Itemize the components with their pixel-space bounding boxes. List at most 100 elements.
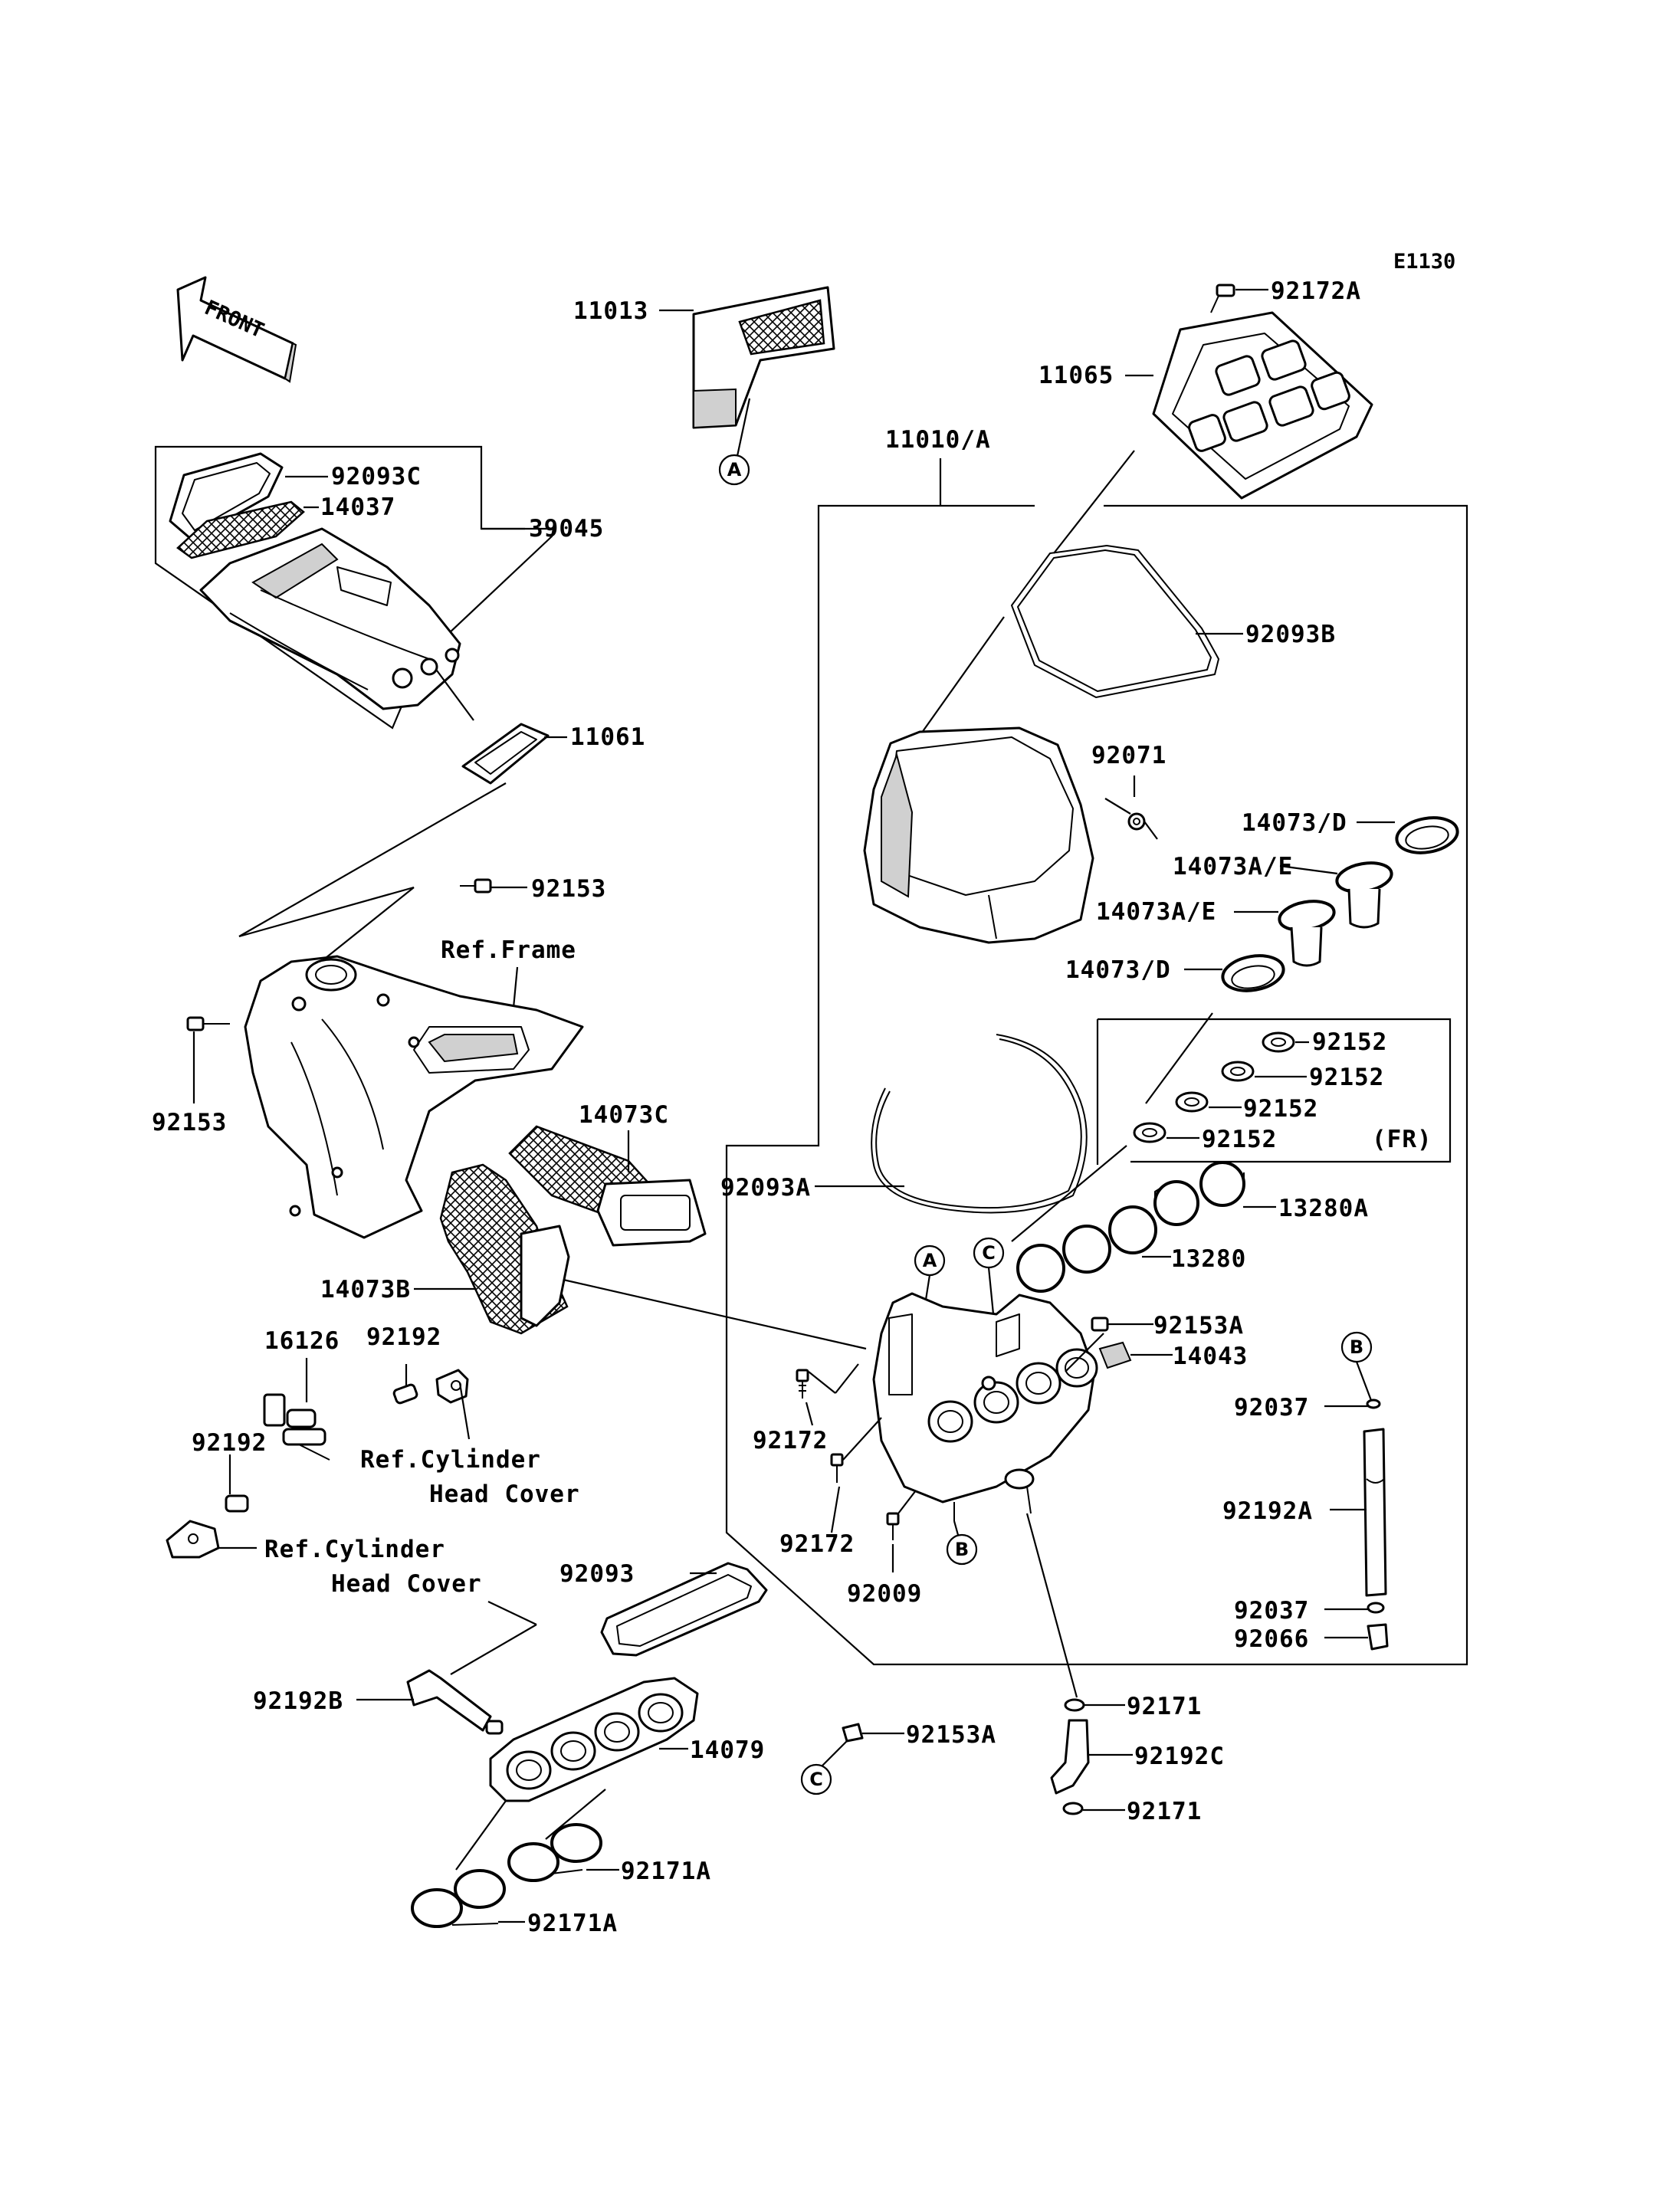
leader-92192B-top [487, 1601, 537, 1625]
part-92037-clip-2 [1367, 1602, 1385, 1614]
part-92172A [1210, 284, 1235, 313]
callout-b-airbox [946, 1533, 978, 1566]
label-39045: 39045 [529, 515, 604, 543]
label-92153A-2: 92153A [906, 1721, 996, 1749]
leader-ref-frame [512, 966, 519, 1008]
label-92152-3: 92152 [1243, 1095, 1318, 1123]
label-92152-4: 92152 [1202, 1126, 1277, 1153]
part-92153-screw-1 [460, 878, 492, 894]
label-92153-2: 92153 [152, 1109, 227, 1136]
part-92153A-screw-2 [842, 1723, 864, 1743]
label-92192-1: 92192 [366, 1323, 441, 1351]
leader-callout-c2 [821, 1740, 848, 1767]
leader-11061-down [238, 782, 507, 937]
part-13280A-gasket [1153, 1161, 1245, 1226]
part-92172-screw-2 [830, 1453, 844, 1483]
label-92071: 92071 [1091, 742, 1166, 769]
bracket-92152-group [1130, 1018, 1452, 1163]
leader-callout-b2 [1355, 1361, 1373, 1403]
diagram-code: E1130 [1393, 250, 1455, 274]
leader-clamp-a [455, 1800, 507, 1871]
label-fr-note: (FR) [1372, 1126, 1432, 1153]
label-92171-1: 92171 [1127, 1693, 1202, 1720]
part-92192C-hose [1050, 1719, 1090, 1795]
label-92153-1: 92153 [531, 875, 606, 903]
part-92171-clip-2 [1062, 1802, 1084, 1815]
part-92171A-clamp-2 [411, 1869, 506, 1928]
label-ref-cyl-2-line2: Head Cover [331, 1570, 482, 1598]
part-92171A-clamp-1 [507, 1823, 602, 1882]
part-92066-plug [1367, 1623, 1389, 1651]
label-92153A-1: 92153A [1153, 1312, 1244, 1340]
part-13280-gasket [1016, 1205, 1157, 1293]
part-14079-holder [489, 1677, 699, 1802]
label-11065: 11065 [1039, 362, 1114, 389]
callout-a-airbox-letter: A [923, 1250, 937, 1271]
part-92037-clip-1 [1366, 1399, 1381, 1409]
front-arrow-icon: FRONT [176, 276, 297, 383]
part-92152-seal-4 [1133, 1122, 1166, 1143]
leader-92071-b [1144, 821, 1158, 840]
leader-11065-down [1053, 450, 1135, 554]
part-92192B-hose [406, 1669, 504, 1735]
leader-callout-a1 [736, 398, 751, 457]
label-ref-frame: Ref.Frame [441, 936, 576, 964]
part-ref-frame [244, 955, 584, 1239]
label-11061: 11061 [570, 723, 645, 751]
part-92152-seal-3 [1175, 1091, 1209, 1113]
leader-92153A-1-down [1065, 1333, 1104, 1372]
callout-c-bottom-letter: C [809, 1769, 823, 1790]
label-11013: 11013 [573, 297, 648, 325]
label-92152-1: 92152 [1312, 1028, 1387, 1056]
part-39045-intake-duct [199, 527, 461, 710]
leader-92192B-mid [450, 1624, 537, 1675]
leader-frame-top [238, 886, 415, 938]
label-ref-cyl-1-line2: Head Cover [429, 1481, 580, 1508]
part-11065-air-filter [1152, 311, 1373, 500]
leader-13280-up [1011, 1145, 1127, 1242]
part-11013 [692, 286, 835, 429]
leader-92172-1 [805, 1402, 814, 1426]
leader-92172-1-a [808, 1371, 836, 1394]
part-11061-seal [461, 723, 550, 785]
label-14073B: 14073B [320, 1276, 411, 1303]
part-14073D-stack-1 [1395, 816, 1459, 854]
part-14073C-duct [508, 1125, 707, 1247]
label-92093: 92093 [559, 1560, 635, 1588]
leader-ref-cyl-1 [458, 1382, 471, 1440]
part-16126-valve [263, 1393, 330, 1461]
part-14073D-stack-2 [1221, 954, 1285, 992]
callout-a-top [718, 454, 750, 486]
leader-92172-1-b [835, 1363, 859, 1394]
part-92192-hose-1 [392, 1383, 418, 1405]
label-14037: 14037 [320, 494, 395, 521]
part-92171-clip-1 [1064, 1698, 1085, 1712]
label-16126: 16126 [264, 1327, 340, 1355]
label-ref-cyl-2-line1: Ref.Cylinder [264, 1536, 445, 1563]
label-13280A: 13280A [1278, 1195, 1369, 1222]
label-14073D-1: 14073/D [1242, 809, 1347, 837]
callout-b-hose-letter: B [1350, 1336, 1363, 1358]
label-92009: 92009 [847, 1580, 922, 1608]
label-92171-2: 92171 [1127, 1798, 1202, 1825]
label-92171A-1: 92171A [621, 1858, 711, 1885]
leader-39045-to-11061 [436, 670, 474, 721]
leader-92071-a [1104, 798, 1131, 815]
label-92093B: 92093B [1245, 621, 1336, 648]
assembly-bracket-11010A [725, 504, 1468, 1666]
part-92192-hose-2 [225, 1494, 249, 1513]
part-92071-grommet [1127, 812, 1146, 831]
part-92192A-hose [1363, 1428, 1387, 1597]
leader-14073AE-1 [1279, 864, 1338, 875]
part-14043-element [1098, 1341, 1132, 1369]
part-92153-screw-2 [186, 1016, 230, 1031]
label-14043: 14043 [1173, 1343, 1248, 1370]
label-92093C: 92093C [331, 463, 422, 490]
callout-a-top-letter: A [727, 459, 742, 480]
leader-14073B-long [563, 1278, 867, 1350]
part-ref-cylinder-cover-2 [166, 1520, 220, 1559]
label-92192B: 92192B [253, 1687, 343, 1715]
leader-92172-2 [830, 1486, 841, 1533]
